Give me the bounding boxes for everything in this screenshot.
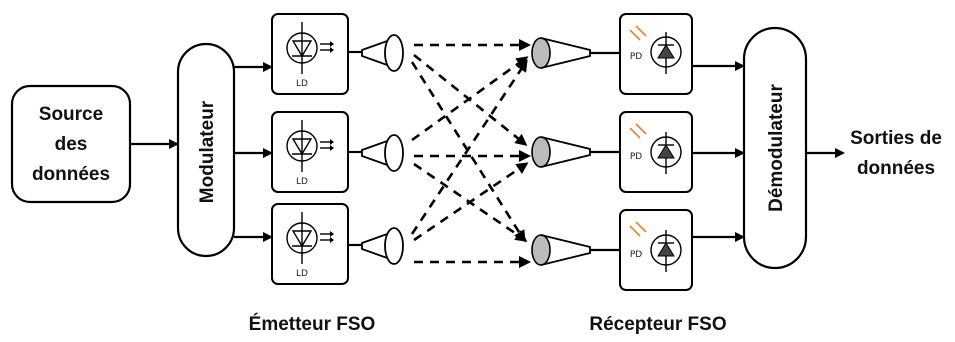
source-label-line1: Source (39, 104, 103, 125)
modulator-label: Modulateur (197, 100, 218, 203)
outputs-label: Sorties de données (850, 128, 942, 179)
pd-label-1: PD (630, 52, 642, 62)
laser-diode-unit-3: LD (271, 203, 349, 285)
transmit-horn-3 (348, 227, 404, 265)
receive-lens-1 (531, 37, 620, 69)
pd-label-2: PD (630, 152, 642, 162)
demodulator-block: Démodulateur (742, 26, 808, 270)
beam-3-1 (410, 59, 528, 235)
source-label-line3: données (32, 164, 110, 185)
receiver-caption: Récepteur FSO (589, 314, 726, 335)
source-block: Source des données (10, 84, 132, 204)
photodiode-unit-2: PD (619, 111, 693, 193)
receive-lens-2 (531, 136, 620, 168)
photodiode-unit-3: PD (619, 209, 693, 291)
ld-label-2: LD (296, 177, 308, 187)
optical-beams (410, 39, 531, 268)
transmitter-caption: Émetteur FSO (249, 313, 376, 335)
beam-2-1 (411, 56, 529, 142)
outputs-label-line1: Sorties de (850, 128, 942, 149)
ld-label-3: LD (296, 269, 308, 279)
outputs-label-line2: données (857, 158, 935, 179)
pd-label-3: PD (630, 250, 642, 260)
beam-1-3 (410, 61, 526, 243)
photodiode-unit-1: PD (619, 13, 693, 95)
laser-diode-unit-2: LD (271, 111, 349, 193)
beam-3-2 (413, 162, 529, 242)
receive-lens-3 (531, 234, 620, 266)
demodulator-label: Démodulateur (766, 84, 787, 212)
laser-diode-unit-1: LD (271, 13, 349, 95)
modulator-block: Modulateur (176, 42, 236, 258)
transmit-horn-2 (348, 134, 404, 172)
ld-label-1: LD (296, 79, 308, 89)
source-label-line2: des (55, 134, 88, 155)
transmit-horn-1 (348, 34, 404, 72)
